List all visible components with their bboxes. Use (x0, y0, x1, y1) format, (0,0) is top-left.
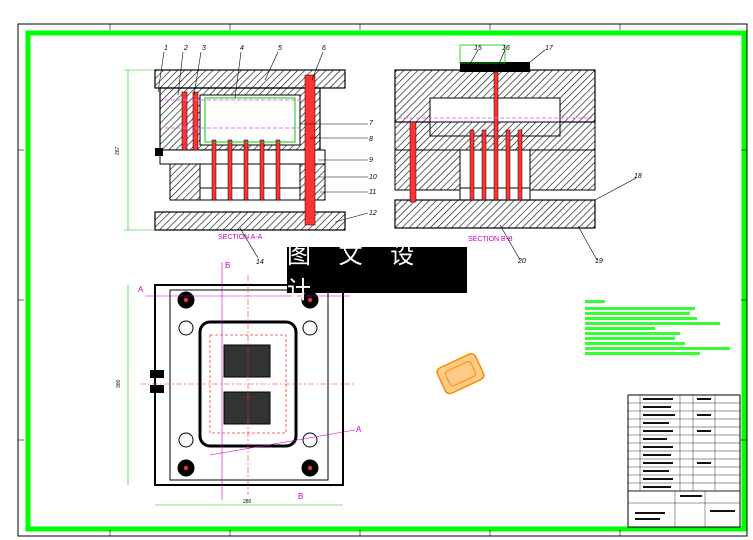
callout-3: 3 (202, 45, 206, 52)
callout-9: 9 (369, 157, 373, 164)
core-plate (159, 149, 326, 165)
ejector-plate (199, 187, 301, 201)
dimension-height-bottom: 300 (116, 379, 122, 388)
green-accents-left (204, 97, 296, 143)
dimension-width-bottom: 280 (243, 499, 252, 505)
section-a-a-label: SECTION A-A (218, 234, 263, 241)
callout-7: 7 (369, 120, 374, 127)
bottom-clamp-plate-b (394, 199, 596, 229)
plan-return-pins (178, 320, 318, 448)
border-ticks (18, 24, 747, 536)
ejector-pins-left (181, 74, 316, 226)
callout-15: 15 (474, 45, 482, 52)
support-pillar-b-right (529, 149, 596, 191)
section-mark-b-top: B (225, 261, 230, 270)
plan-cooling-ports (150, 370, 164, 393)
callout-1: 1 (164, 45, 168, 52)
top-clamp-plate (154, 69, 346, 89)
callout-11: 11 (369, 189, 376, 196)
sprue-marker (459, 44, 506, 64)
callout-16: 16 (502, 45, 510, 52)
section-mark-a-right: A (356, 425, 362, 434)
callout-5: 5 (278, 45, 282, 52)
plan-section-lines (145, 262, 356, 500)
support-pillar-b-left (394, 149, 461, 191)
callout-4: 4 (240, 45, 244, 52)
callout-2: 2 (183, 45, 188, 52)
sheet-outer-border (17, 23, 748, 537)
plan-view: 300 280 A B A B (116, 261, 362, 506)
cooling-lines-left (165, 99, 300, 129)
plan-centerlines (140, 275, 355, 495)
sprue-bushing-head (460, 62, 530, 72)
ejector-pins-b (409, 71, 523, 203)
bill-of-materials (627, 394, 741, 528)
callout-8: 8 (369, 136, 373, 143)
plan-guide-hole-centers (184, 298, 312, 470)
sheet-green-frame (25, 30, 747, 532)
technical-notes (585, 300, 730, 355)
callout-leaders-a-a (157, 51, 369, 259)
callout-14: 14 (256, 259, 264, 266)
ejector-guide-block (155, 148, 163, 156)
plan-inner-plate (169, 289, 329, 481)
section-b-b-label: SECTION B-B (468, 236, 513, 243)
dimension-height-left: 267 (115, 146, 121, 155)
cavity-insert (199, 94, 301, 146)
callout-10: 10 (369, 174, 377, 181)
plan-outer-plate (154, 284, 344, 486)
section-a-a-view: 267 SECTION A-A (115, 69, 346, 241)
dimension-left (124, 69, 155, 231)
support-pillar-left (169, 163, 201, 201)
callout-18: 18 (634, 173, 642, 180)
bottom-clamp-plate (154, 211, 346, 231)
callout-labels-a-a: 1 2 3 4 5 6 7 8 9 10 11 12 14 (164, 45, 377, 266)
callout-19: 19 (595, 258, 603, 265)
section-mark-b-bottom: B (298, 492, 303, 501)
callout-labels-b-b: 15 16 17 18 19 20 (474, 45, 642, 265)
callout-17: 17 (545, 45, 554, 52)
section-b-b-view: SECTION B-B (394, 44, 596, 243)
plan-part-upper (223, 344, 271, 378)
watermark-text: 图 文 设 计 (287, 241, 425, 304)
plan-dimensions (127, 285, 343, 506)
callout-12: 12 (369, 210, 377, 217)
section-mark-a-top-left: A (138, 285, 144, 294)
plan-part-lower (223, 391, 271, 425)
callout-20: 20 (517, 258, 526, 265)
callout-leaders-b-b (469, 49, 637, 261)
watermark-banner: 图 文 设 计 (287, 241, 467, 304)
callout-6: 6 (322, 45, 326, 52)
part-isometric-sketch (436, 353, 485, 395)
